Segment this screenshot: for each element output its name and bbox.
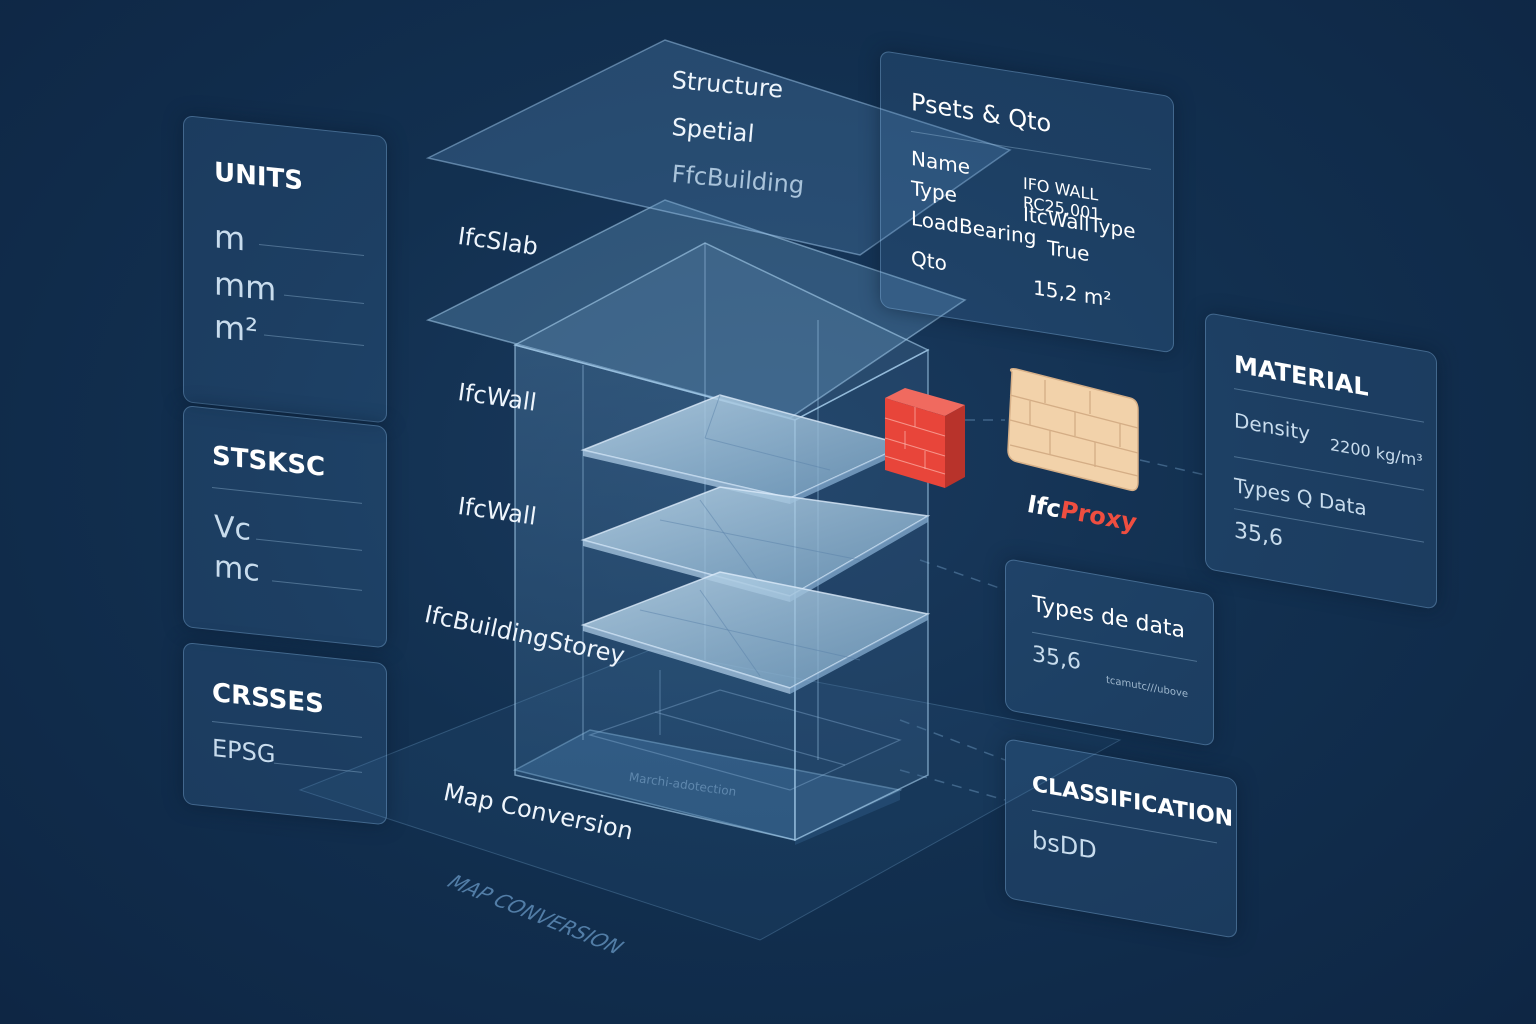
psets-key-name: Name <box>911 145 971 180</box>
units-panel: UNITS m mm m² <box>183 115 387 424</box>
types-de-data-value: 35,6 <box>1032 641 1081 676</box>
classification-title: CLASSIFICATION <box>1032 771 1234 833</box>
units-divider <box>284 294 364 305</box>
slab-plane <box>425 199 967 419</box>
units-title: UNITS <box>214 157 304 197</box>
psets-qto-panel: Psets & Qto Name IFO WALL RC25,001 Type … <box>880 50 1174 354</box>
material-panel: MATERIAL Density 2200 kg/m³ Types Q Data… <box>1205 312 1437 610</box>
stsksc-item-mc: mc <box>214 549 260 590</box>
material-types-value: 35,6 <box>1234 518 1283 552</box>
guide-lines <box>899 419 1206 801</box>
psets-value-loadbearing: True <box>1047 235 1090 267</box>
red-wall-element <box>884 388 965 488</box>
stsksc-title: STSKSC <box>212 441 326 483</box>
ifcproxy-prefix: Ifc <box>1025 490 1064 524</box>
material-density-value: 2200 kg/m³ <box>1330 435 1423 471</box>
stsksc-item-vc: Vc <box>214 509 252 549</box>
psets-key-qto: Qto <box>911 245 947 276</box>
crsses-divider <box>274 762 362 773</box>
psets-title: Psets & Qto <box>911 87 1052 139</box>
material-density-label: Density <box>1234 408 1311 446</box>
units-divider <box>264 334 364 347</box>
psets-key-type: Type <box>911 175 957 208</box>
crsses-item-epsg: EPSG <box>212 734 276 769</box>
base-block-side <box>795 790 900 845</box>
psets-value-qto: 15,2 m² <box>1033 275 1112 312</box>
units-item-m: m <box>214 217 246 259</box>
crsses-panel: CRSSES EPSG <box>183 642 387 826</box>
stsksc-divider <box>272 580 362 591</box>
floor-slab-bottom <box>580 571 931 694</box>
stsksc-divider <box>212 487 362 504</box>
psets-key-loadbearing: LoadBearing <box>911 205 1037 250</box>
crsses-divider <box>212 721 362 738</box>
units-divider <box>259 243 364 257</box>
crsses-title: CRSSES <box>212 678 324 720</box>
building-top-face <box>512 242 930 421</box>
stsksc-panel: STSKSC Vc mc <box>183 405 387 649</box>
units-item-mm: mm <box>214 264 277 309</box>
structure-plane <box>425 39 1012 256</box>
material-title: MATERIAL <box>1234 350 1369 402</box>
classification-value: bsDD <box>1032 825 1097 866</box>
stsksc-divider <box>256 538 362 551</box>
brick-proxy-element <box>1007 368 1139 492</box>
types-de-data-sub: tcamutc///ubove <box>1106 674 1189 701</box>
ground-floor-grid <box>587 670 902 791</box>
units-item-m2: m² <box>214 307 258 350</box>
material-types-label: Types Q Data <box>1234 473 1367 521</box>
